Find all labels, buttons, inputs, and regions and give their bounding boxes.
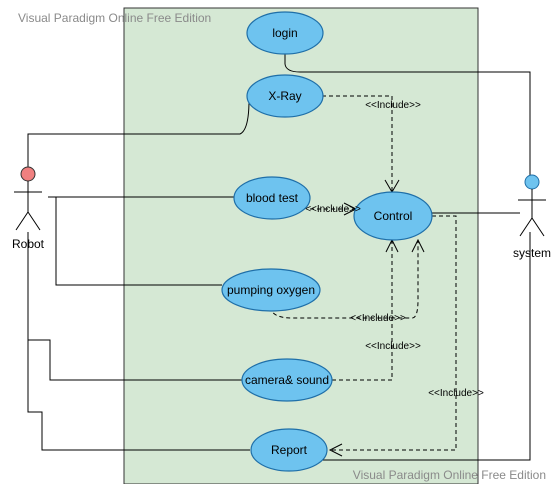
usecase-report[interactable]: Report — [250, 428, 328, 472]
actor-robot-label: Robot — [12, 237, 45, 251]
usecase-control-label: Control — [374, 209, 413, 223]
assoc-robot-report — [27, 340, 250, 451]
usecase-blood-test-label: blood test — [246, 191, 299, 205]
include-label-xray: <<Include>> — [365, 100, 421, 111]
include-label-oxygen: <<Include>> — [350, 313, 406, 324]
usecase-xray-label: X-Ray — [268, 89, 301, 103]
usecase-pumping-oxygen-label: pumping oxygen — [227, 283, 315, 297]
actor-system[interactable]: system — [513, 174, 551, 260]
watermark-bottom: Visual Paradigm Online Free Edition — [353, 468, 546, 482]
dep-xray-control — [322, 95, 393, 192]
assoc-robot-xray — [27, 99, 250, 170]
actor-system-label: system — [513, 246, 551, 260]
actor-system-head — [524, 174, 540, 190]
dep-oxygen-arrow — [411, 238, 425, 253]
assoc-report-system — [322, 232, 531, 461]
usecase-report-label: Report — [271, 443, 308, 457]
usecase-camera-sound[interactable]: camera& sound — [241, 358, 333, 402]
dep-report-arrow — [328, 443, 343, 457]
watermark-top: Visual Paradigm Online Free Edition — [18, 11, 211, 25]
dep-oxygen-control — [269, 240, 419, 319]
dep-camera-control — [332, 240, 393, 381]
actor-robot[interactable]: Robot — [12, 166, 45, 251]
assoc-login-system — [284, 54, 531, 178]
usecase-camera-sound-label: camera& sound — [245, 373, 329, 387]
include-label-camera: <<Include>> — [365, 341, 421, 352]
usecase-login-label: login — [272, 26, 297, 40]
usecase-xray[interactable]: X-Ray — [246, 74, 324, 118]
assoc-robot-camera — [27, 232, 243, 381]
usecase-pumping-oxygen[interactable]: pumping oxygen — [221, 268, 321, 312]
usecase-blood-test[interactable]: blood test — [233, 176, 311, 220]
actor-robot-head — [20, 166, 36, 182]
assoc-robot-oxygen — [48, 196, 222, 286]
include-label-report: <<Include>> — [428, 388, 484, 399]
include-label-blood: <<Include>> — [305, 204, 361, 215]
usecase-login[interactable]: login — [246, 11, 324, 55]
dep-report-control — [330, 215, 457, 451]
usecase-control[interactable]: Control — [353, 191, 433, 241]
